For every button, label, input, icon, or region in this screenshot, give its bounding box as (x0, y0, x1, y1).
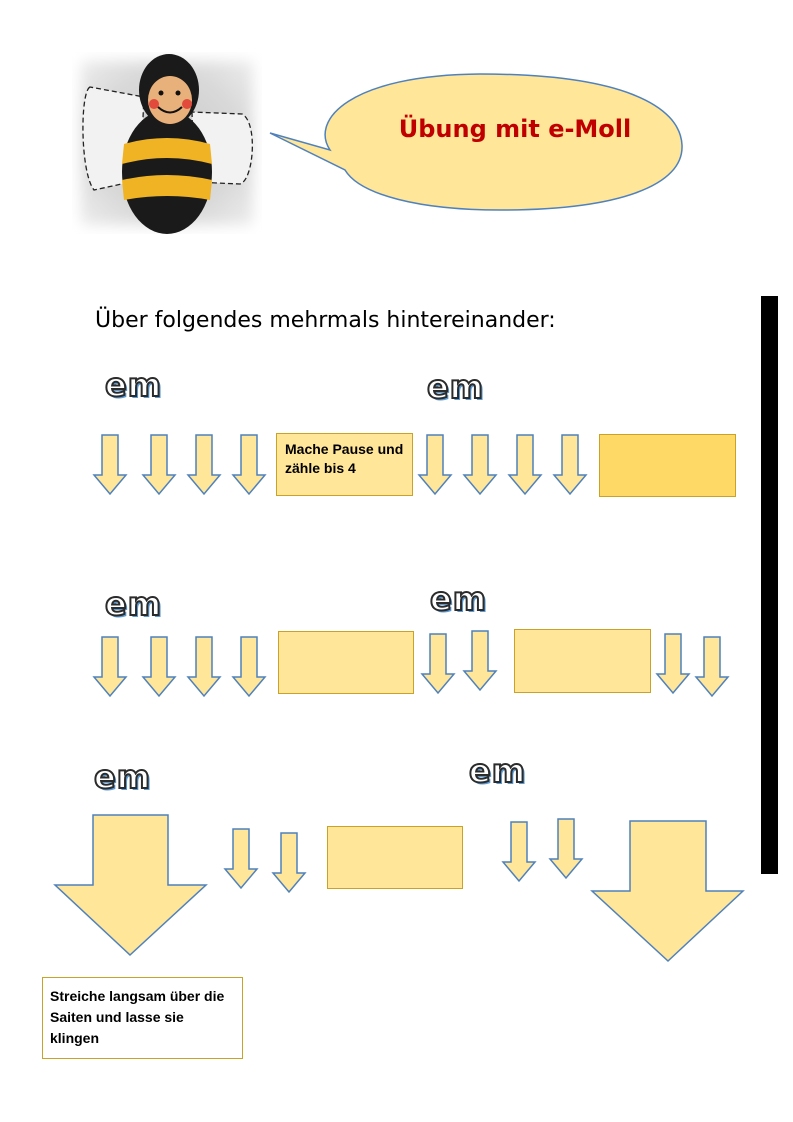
chord-label: em (429, 579, 488, 619)
rest-box-empty (278, 631, 414, 694)
down-arrow-icon (92, 636, 128, 698)
chord-label: em (104, 584, 163, 624)
chord-label: em (468, 751, 527, 791)
rest-box-empty (514, 629, 651, 693)
strum-note: Streiche langsam über die Saiten und las… (42, 977, 243, 1059)
down-arrow-icon (501, 821, 537, 883)
instruction-text: Über folgendes mehrmals hintereinander: (95, 308, 556, 333)
bee-photo (72, 52, 262, 234)
down-arrow-icon (141, 636, 177, 698)
down-arrow-icon (462, 630, 498, 692)
chord-label: em (93, 757, 152, 797)
down-arrow-icon (694, 636, 730, 698)
down-arrow-icon (507, 434, 543, 496)
down-arrow-icon (548, 818, 584, 880)
speech-bubble (269, 73, 683, 211)
page-title: Übung mit e-Moll (398, 115, 632, 143)
rest-box: Mache Pause und zähle bis 4 (276, 433, 413, 496)
big-down-arrow-icon (53, 814, 208, 957)
rest-box-empty (327, 826, 463, 889)
chord-label: em (104, 365, 163, 405)
down-arrow-icon (186, 434, 222, 496)
down-arrow-icon (223, 828, 259, 890)
down-arrow-icon (552, 434, 588, 496)
down-arrow-icon (231, 636, 267, 698)
down-arrow-icon (141, 434, 177, 496)
rest-box-empty (599, 434, 736, 497)
down-arrow-icon (92, 434, 128, 496)
down-arrow-icon (462, 434, 498, 496)
rest-label: Mache Pause und zähle bis 4 (285, 441, 404, 476)
down-arrow-icon (231, 434, 267, 496)
down-arrow-icon (271, 832, 307, 894)
vertical-bar (761, 296, 778, 874)
chord-label: em (426, 367, 485, 407)
down-arrow-icon (420, 633, 456, 695)
big-down-arrow-icon (590, 820, 745, 963)
down-arrow-icon (417, 434, 453, 496)
down-arrow-icon (655, 633, 691, 695)
down-arrow-icon (186, 636, 222, 698)
bee-illustration (82, 54, 253, 234)
